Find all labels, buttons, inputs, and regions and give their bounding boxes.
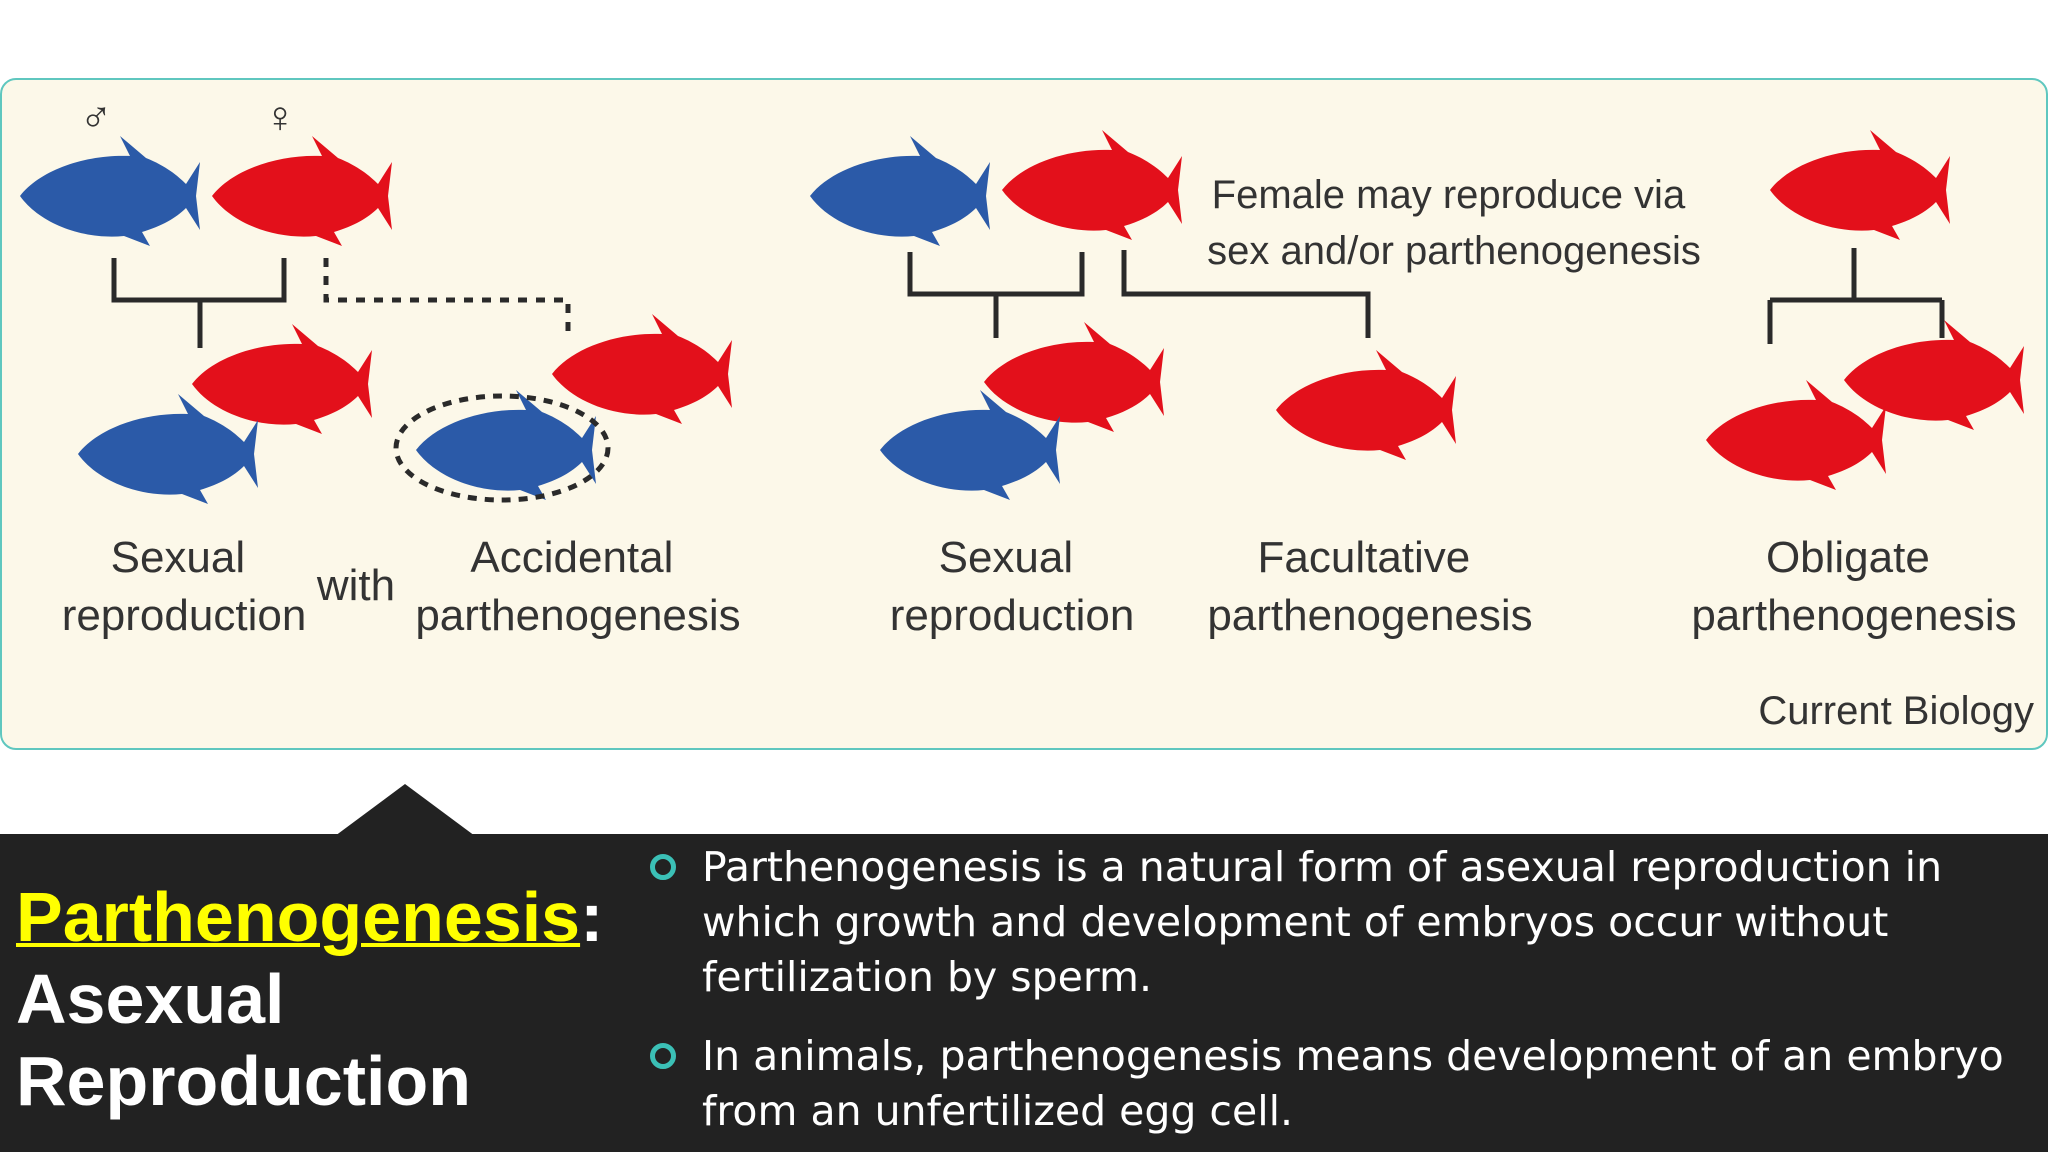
bullet-text: In animals, parthenogenesis means develo… (702, 1032, 2004, 1135)
female-fish-parent-3 (1770, 130, 1950, 240)
slide-title: Parthenogenesis: Asexual Reproduction (16, 876, 636, 1122)
label-facultative-parthenogenesis: Facultative parthenogenesis (1207, 533, 1532, 640)
band-notch (335, 784, 475, 836)
ring-bullet-icon (650, 1043, 676, 1069)
female-fish-accidental (552, 314, 732, 424)
accidental-dashed-ellipse (393, 393, 611, 503)
female-fish-offspring-3a (1844, 320, 2024, 430)
female-fish-facultative (1276, 350, 1456, 460)
figure-panel: ♂ ♀ Sexual reproduction (0, 78, 2048, 750)
male-fish-parent-1 (20, 136, 200, 246)
title-keyword: Parthenogenesis (16, 878, 581, 956)
bottom-band (0, 834, 2048, 1152)
label-sexual-reproduction-1: Sexual reproduction (62, 533, 307, 640)
male-fish-parent-2 (810, 136, 990, 246)
female-symbol: ♀ (264, 93, 297, 142)
label-accidental-parthenogenesis: Accidental parthenogenesis (415, 533, 740, 640)
label-female-note: Female may reproduce via sex and/or part… (1207, 173, 1701, 273)
ring-bullet-icon (650, 854, 676, 880)
reproduction-modes-diagram: ♂ ♀ Sexual reproduction (20, 93, 2034, 733)
female-fish-parent-2 (1002, 130, 1182, 240)
female-fish-offspring-1 (192, 324, 372, 434)
male-symbol: ♂ (80, 93, 113, 142)
bullet-text: Parthenogenesis is a natural form of ase… (702, 843, 1943, 1001)
label-with: with (316, 561, 395, 610)
label-sexual-reproduction-2: Sexual reproduction (890, 533, 1135, 640)
title-line-3: Reproduction (16, 1042, 471, 1120)
lineage-brackets (111, 248, 1945, 348)
title-colon: : (580, 878, 604, 956)
figure-credit: Current Biology (1758, 689, 2034, 733)
bullet-list: Parthenogenesis is a natural form of ase… (648, 840, 2038, 1163)
female-fish-parent-1 (212, 136, 392, 246)
title-line-2: Asexual (16, 960, 285, 1038)
bullet-item: Parthenogenesis is a natural form of ase… (648, 840, 2038, 1005)
label-obligate-parthenogenesis: Obligate parthenogenesis (1691, 533, 2016, 640)
female-fish-offspring-3b (1706, 380, 1886, 490)
accidental-dashed-connector (323, 258, 571, 338)
bullet-item: In animals, parthenogenesis means develo… (648, 1029, 2038, 1139)
